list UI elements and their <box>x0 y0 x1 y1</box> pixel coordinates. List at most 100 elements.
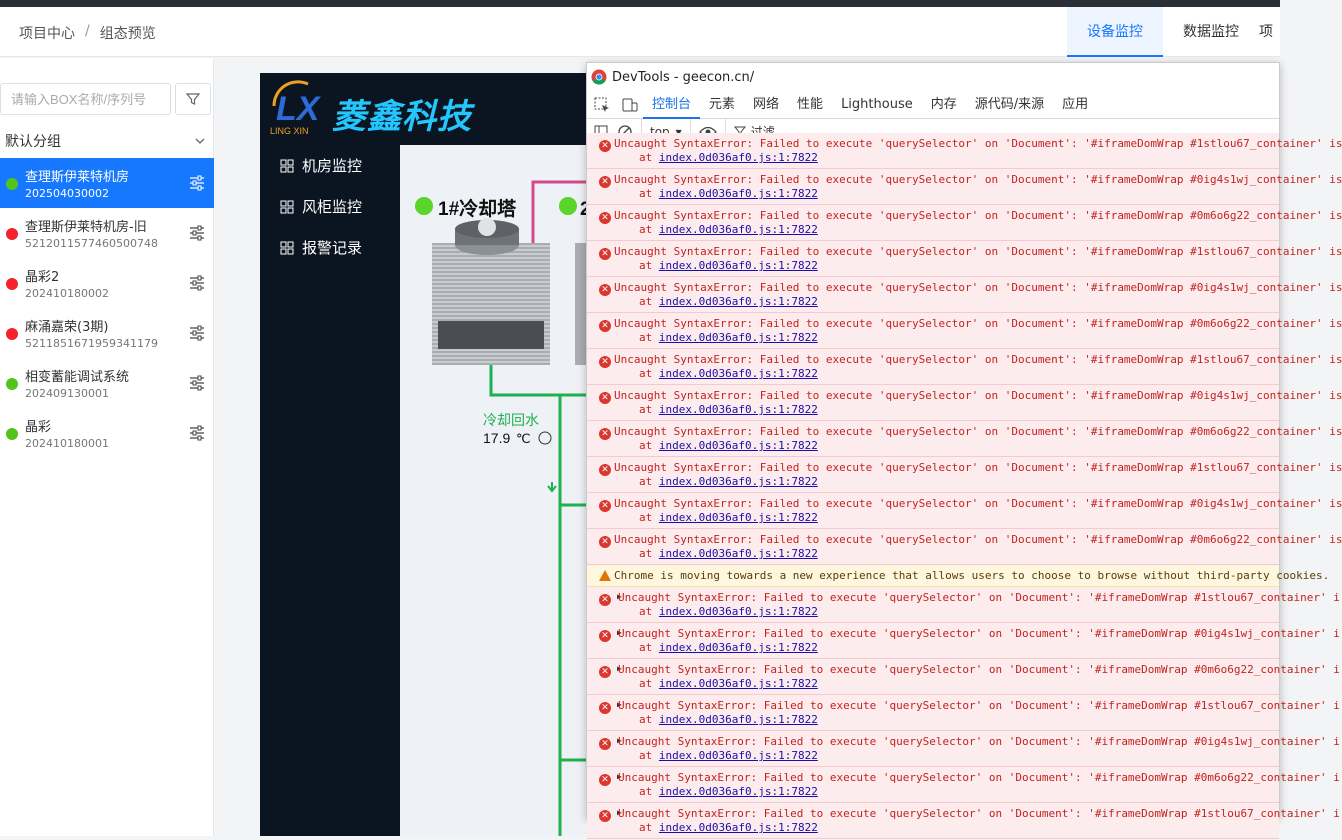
tab-device-monitor[interactable]: 设备监控 <box>1067 7 1163 57</box>
expand-triangle-icon[interactable]: ▶ <box>617 700 622 709</box>
error-text: Uncaught SyntaxError: Failed to execute … <box>618 591 1340 604</box>
error-text: Uncaught SyntaxError: Failed to execute … <box>614 317 1342 330</box>
devtools-tab[interactable]: 内存 <box>930 96 957 112</box>
devtools-tab[interactable]: 控制台 <box>643 91 701 119</box>
device-name: 晶彩 <box>25 420 52 435</box>
console-error-message[interactable]: ✕Uncaught SyntaxError: Failed to execute… <box>587 529 1342 565</box>
source-link[interactable]: index.0d036af0.js:1:7822 <box>658 511 818 524</box>
console-error-message[interactable]: ✕Uncaught SyntaxError: Failed to execute… <box>587 457 1342 493</box>
source-link[interactable]: index.0d036af0.js:1:7822 <box>658 475 818 488</box>
menu-alarm-log[interactable]: 报警记录 <box>260 227 400 268</box>
console-error-message[interactable]: ✕▶Uncaught SyntaxError: Failed to execut… <box>587 623 1340 659</box>
settings-sliders-icon[interactable] <box>189 225 205 241</box>
devtools-tabbar: 控制台元素 网络 性能 Lighthouse 内存 源代码/来源 应用 <box>587 91 1279 119</box>
settings-sliders-icon[interactable] <box>189 375 205 391</box>
menu-label: 风柜监控 <box>302 198 363 216</box>
console-error-message[interactable]: ✕Uncaught SyntaxError: Failed to execute… <box>587 313 1342 349</box>
console-error-message[interactable]: ✕Uncaught SyntaxError: Failed to execute… <box>587 493 1342 529</box>
source-link[interactable]: index.0d036af0.js:1:7822 <box>658 677 818 690</box>
inspect-element-icon[interactable] <box>593 96 611 114</box>
source-link[interactable]: index.0d036af0.js:1:7822 <box>658 749 818 762</box>
source-link[interactable]: index.0d036af0.js:1:7822 <box>658 547 818 560</box>
expand-triangle-icon[interactable]: ▶ <box>617 628 622 637</box>
settings-sliders-icon[interactable] <box>189 275 205 291</box>
device-item[interactable]: 麻涌嘉荣(3期)5211851671959341179 <box>0 308 214 358</box>
source-link[interactable]: index.0d036af0.js:1:7822 <box>658 785 818 798</box>
expand-triangle-icon[interactable]: ▶ <box>617 736 622 745</box>
error-text: Uncaught SyntaxError: Failed to execute … <box>618 627 1340 640</box>
page-header: 项目中心 / 组态预览 设备监控 数据监控 项 <box>0 7 1280 57</box>
source-link[interactable]: index.0d036af0.js:1:7822 <box>658 367 818 380</box>
console-error-message[interactable]: ✕Uncaught SyntaxError: Failed to execute… <box>587 421 1342 457</box>
tab-data-monitor[interactable]: 数据监控 <box>1183 24 1239 40</box>
source-link[interactable]: index.0d036af0.js:1:7822 <box>658 259 818 272</box>
console-error-message[interactable]: ✕▶Uncaught SyntaxError: Failed to execut… <box>587 767 1340 803</box>
stack-at: at <box>639 605 653 618</box>
source-link[interactable]: index.0d036af0.js:1:7822 <box>658 223 818 236</box>
devtools-tab[interactable]: 源代码/来源 <box>974 96 1045 112</box>
menu-ahu-monitor[interactable]: 风柜监控 <box>260 186 400 227</box>
source-link[interactable]: index.0d036af0.js:1:7822 <box>658 295 818 308</box>
source-link[interactable]: index.0d036af0.js:1:7822 <box>658 641 818 654</box>
error-text: Uncaught SyntaxError: Failed to execute … <box>614 461 1342 474</box>
settings-sliders-icon[interactable] <box>189 325 205 341</box>
console-error-message[interactable]: ✕Uncaught SyntaxError: Failed to execute… <box>587 277 1342 313</box>
settings-sliders-icon[interactable] <box>189 175 205 191</box>
error-icon: ✕ <box>599 666 611 678</box>
source-link[interactable]: index.0d036af0.js:1:7822 <box>658 713 818 726</box>
devtools-tab[interactable]: 应用 <box>1062 96 1089 112</box>
source-link[interactable]: index.0d036af0.js:1:7822 <box>658 187 818 200</box>
source-link[interactable]: index.0d036af0.js:1:7822 <box>658 403 818 416</box>
error-text: Uncaught SyntaxError: Failed to execute … <box>614 245 1342 258</box>
console-error-message[interactable]: ✕Uncaught SyntaxError: Failed to execute… <box>587 385 1342 421</box>
device-serial: 5211851671959341179 <box>25 337 158 350</box>
stack-at: at <box>639 511 653 524</box>
menu-room-monitor[interactable]: 机房监控 <box>260 145 400 186</box>
scada-app-panel: LX LING XIN 菱鑫科技 机房监控 风柜监控 报警记录 1#冷却塔 2 <box>260 73 591 836</box>
device-toolbar-icon[interactable] <box>621 96 639 114</box>
console-warning-message[interactable]: Chrome is moving towards a new experienc… <box>587 565 1329 587</box>
warning-text: Chrome is moving towards a new experienc… <box>614 569 1330 582</box>
status-dot-icon <box>559 197 577 215</box>
source-link[interactable]: index.0d036af0.js:1:7822 <box>658 151 818 164</box>
group-selector[interactable]: 默认分组 <box>0 126 214 156</box>
source-link[interactable]: index.0d036af0.js:1:7822 <box>658 821 818 834</box>
expand-triangle-icon[interactable]: ▶ <box>617 808 622 817</box>
console-error-message[interactable]: ✕▶Uncaught SyntaxError: Failed to execut… <box>587 803 1340 839</box>
settings-sliders-icon[interactable] <box>189 425 205 441</box>
console-error-message[interactable]: ✕Uncaught SyntaxError: Failed to execute… <box>587 169 1342 205</box>
source-link[interactable]: index.0d036af0.js:1:7822 <box>658 605 818 618</box>
devtools-tab[interactable]: 网络 <box>753 96 780 112</box>
console-error-message[interactable]: ✕▶Uncaught SyntaxError: Failed to execut… <box>587 587 1340 623</box>
menu-label: 报警记录 <box>302 239 363 257</box>
console-error-message[interactable]: ✕Uncaught SyntaxError: Failed to execute… <box>587 241 1342 277</box>
error-icon: ✕ <box>599 284 611 296</box>
tab-project[interactable]: 项 <box>1259 24 1273 40</box>
console-error-message[interactable]: ✕Uncaught SyntaxError: Failed to execute… <box>587 349 1342 385</box>
stack-at: at <box>639 259 653 272</box>
devtools-tab[interactable]: Lighthouse <box>841 96 913 112</box>
filter-button[interactable] <box>175 83 211 115</box>
console-error-message[interactable]: ✕▶Uncaught SyntaxError: Failed to execut… <box>587 659 1340 695</box>
error-text: Uncaught SyntaxError: Failed to execute … <box>618 771 1340 784</box>
devtools-tab[interactable]: 元素 <box>709 96 736 112</box>
brand-name: 菱鑫科技 <box>332 97 472 137</box>
source-link[interactable]: index.0d036af0.js:1:7822 <box>658 439 818 452</box>
app-menu: 机房监控 风柜监控 报警记录 <box>260 145 400 268</box>
breadcrumb-project-center[interactable]: 项目中心 <box>19 26 75 42</box>
console-error-message[interactable]: ✕Uncaught SyntaxError: Failed to execute… <box>587 205 1342 241</box>
expand-triangle-icon[interactable]: ▶ <box>617 664 622 673</box>
search-input[interactable] <box>0 83 171 115</box>
expand-triangle-icon[interactable]: ▶ <box>617 592 622 601</box>
expand-triangle-icon[interactable]: ▶ <box>617 772 622 781</box>
console-error-message[interactable]: ✕▶Uncaught SyntaxError: Failed to execut… <box>587 731 1340 767</box>
devtools-tab[interactable]: 性能 <box>797 96 824 112</box>
console-error-message[interactable]: ✕Uncaught SyntaxError: Failed to execute… <box>587 133 1342 169</box>
source-link[interactable]: index.0d036af0.js:1:7822 <box>658 331 818 344</box>
console-error-message[interactable]: ✕▶Uncaught SyntaxError: Failed to execut… <box>587 695 1340 731</box>
